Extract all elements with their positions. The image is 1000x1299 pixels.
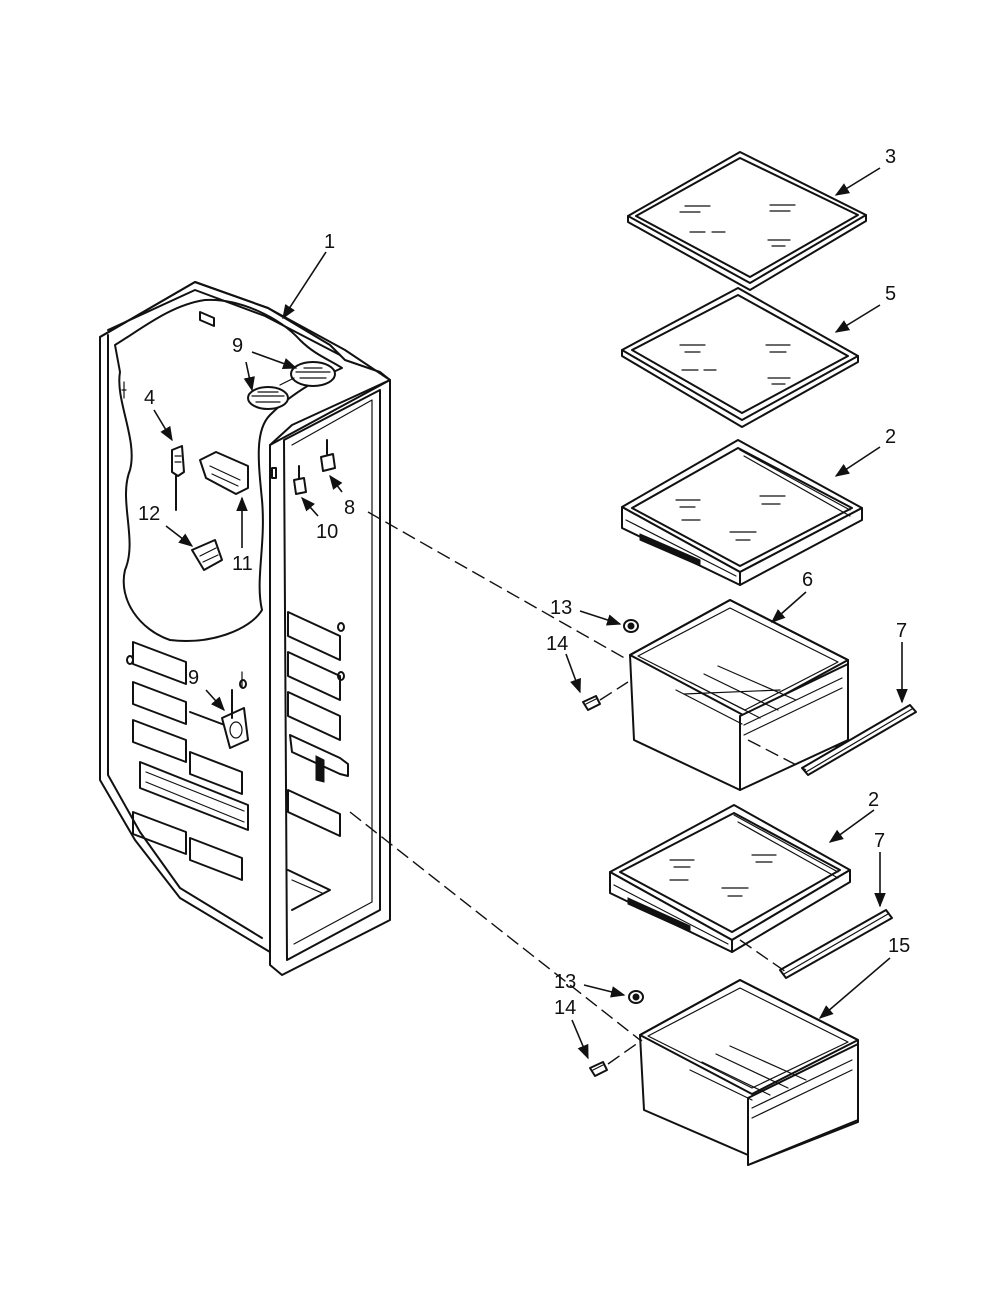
callout-10: 10	[316, 521, 338, 543]
callout-3: 3	[885, 146, 896, 168]
air-damper-top	[247, 361, 336, 410]
callout-1: 1	[324, 231, 335, 253]
callout-5: 5	[885, 283, 896, 305]
callout-8: 8	[344, 497, 355, 519]
callout-15: 15	[888, 935, 910, 957]
callout-6: 6	[802, 569, 813, 591]
callout-14-upper: 14	[546, 633, 568, 655]
callout-9-lower: 9	[188, 667, 199, 689]
cabinet-liner	[99, 281, 391, 976]
glass-shelf-middle	[621, 287, 859, 428]
callout-9-top: 9	[232, 335, 243, 357]
callout-2-lower: 2	[868, 789, 879, 811]
callout-7-upper: 7	[896, 620, 907, 642]
drawer-cap-lower	[628, 990, 644, 1004]
callout-4: 4	[144, 387, 155, 409]
liner-plug-upper	[320, 439, 336, 472]
screw-upper	[582, 695, 601, 711]
drawer-rail-upper	[801, 704, 917, 776]
callout-2-upper: 2	[885, 426, 896, 448]
liner-slots-right	[287, 611, 345, 837]
crisper-drawer-upper	[629, 599, 849, 791]
assembly-guide-lines	[349, 511, 807, 1065]
drawer-cap-upper	[623, 619, 639, 633]
drawer-rail-lower	[779, 909, 893, 979]
framed-shelf-upper	[621, 439, 863, 586]
callout-12: 12	[138, 503, 160, 525]
callout-14-lower: 14	[554, 997, 576, 1019]
glass-shelf-top	[627, 151, 867, 291]
mounting-bracket	[191, 539, 223, 571]
callout-13-lower: 13	[554, 971, 576, 993]
screw-lower	[589, 1061, 608, 1077]
liner-plug-lower	[293, 465, 307, 495]
crisper-drawer-lower	[639, 979, 859, 1166]
air-damper-lower	[221, 671, 249, 749]
callout-11: 11	[232, 553, 253, 575]
light-socket	[171, 445, 185, 511]
callout-13-upper: 13	[550, 597, 572, 619]
framed-shelf-lower	[609, 804, 851, 953]
callout-7-lower: 7	[874, 830, 885, 852]
control-housing	[199, 451, 249, 495]
leader-arrows	[153, 167, 908, 1060]
